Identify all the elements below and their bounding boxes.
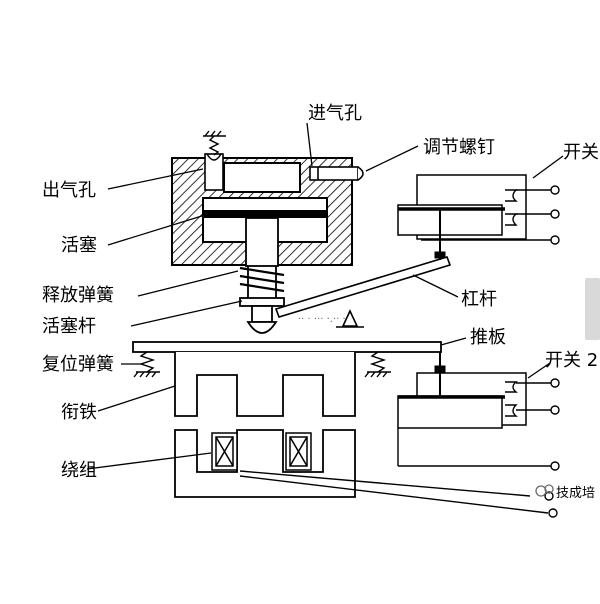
return-spring-right [364,351,391,378]
piston-plate [203,210,327,218]
coil-leads [239,470,549,514]
outlet-spring [203,130,226,156]
label-armature: 衔铁 [61,402,97,423]
lever-fine-print: ·· · ··· ·.·· ·· [298,314,349,325]
armature [174,352,356,417]
core [174,429,356,498]
coil-right [285,432,312,471]
label-release-spring: 释放弹簧 [42,285,114,306]
side-tab [585,278,600,340]
label-switch2: 开关 2 [545,350,598,371]
label-return-spring: 复位弹簧 [42,354,114,375]
adjust-screw [309,166,364,181]
label-air-inlet: 进气孔 [308,103,362,124]
leader-lines [86,122,564,470]
piston-rod-lower [239,266,285,334]
label-piston: 活塞 [61,235,97,256]
watermark-text: 技成培 [556,485,595,501]
label-switch1: 开关 [563,142,599,163]
piston-rod [245,217,279,267]
switch2 [397,352,560,471]
label-air-outlet: 出气孔 [42,180,96,201]
coil-terminals [544,491,558,518]
switch1 [397,174,560,260]
coil-left [211,432,238,471]
air-outlet-hole [204,153,224,191]
label-piston-rod: 活塞杆 [42,316,96,337]
release-spring [239,266,285,293]
watermark: 技成培 [535,484,595,501]
label-adjust-screw: 调节螺钉 [423,137,495,158]
label-push-plate: 推板 [470,327,506,348]
return-spring-left [133,351,160,378]
label-lever: 杠杆 [461,289,497,310]
label-coil: 绕组 [61,460,97,481]
push-plate [132,341,442,353]
lever [274,256,452,328]
